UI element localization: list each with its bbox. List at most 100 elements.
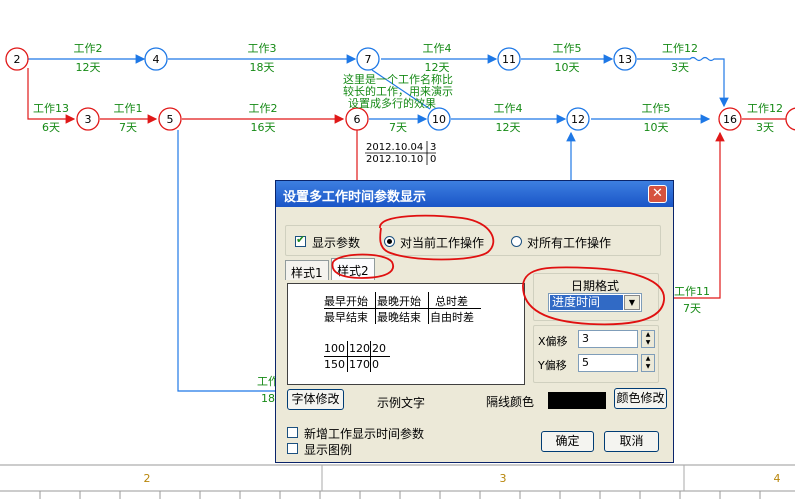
preview-cell: 最早结束	[324, 311, 368, 324]
show-legend-checkbox[interactable]	[287, 443, 298, 454]
close-icon[interactable]: ✕	[648, 185, 667, 203]
arrow-name: 工作4	[494, 102, 523, 115]
radio-all-work[interactable]	[511, 236, 522, 247]
show-legend-label: 显示图例	[304, 443, 353, 457]
note-line: 这里是一个工作名称比	[343, 72, 453, 86]
radio-current-label: 对当前工作操作	[400, 236, 485, 250]
node-13[interactable]: 13	[613, 47, 637, 71]
spin-down-icon[interactable]: ▼	[645, 339, 651, 346]
arrow-duration: 7天	[683, 302, 701, 315]
node-label: 6	[354, 113, 361, 126]
timeline: 2 3 4	[0, 464, 795, 499]
y-offset-spinner[interactable]: ▲ ▼	[641, 354, 655, 372]
nodes: 2 4 7 11 13 3 5 6 10 12 16	[5, 47, 795, 131]
preview-number: 0	[372, 358, 379, 371]
node-label: 13	[618, 53, 632, 66]
arrow-duration: 3天	[671, 61, 689, 74]
tab-style1[interactable]: 样式1	[285, 260, 329, 280]
dialog-titlebar[interactable]: 设置多工作时间参数显示 ✕	[276, 181, 673, 207]
node-label: 3	[85, 113, 92, 126]
arrow-5-down	[177, 130, 276, 392]
node-2[interactable]: 2	[5, 47, 29, 71]
node-16[interactable]: 16	[718, 107, 742, 131]
multiline-note: 这里是一个工作名称比 较长的工作，用来演示 设置成多行的效果	[343, 72, 453, 110]
show-params-checkbox[interactable]: ✔	[295, 233, 306, 247]
node-label: 16	[723, 113, 737, 126]
tab-label: 样式1	[291, 266, 323, 280]
preview-cell: 最晚开始	[377, 295, 421, 308]
preview-cell: 最早开始	[324, 295, 368, 308]
radio-selected-dot	[387, 239, 392, 244]
node-label: 11	[502, 53, 516, 66]
arrow-duration: 16天	[251, 121, 276, 134]
preview-cell: 自由时差	[430, 311, 474, 324]
node-label: 12	[571, 113, 585, 126]
color-edit-button[interactable]: 颜色修改	[614, 388, 667, 409]
node-6[interactable]: 6	[345, 107, 369, 131]
preview-cell: 总时差	[435, 295, 468, 308]
node-edge-partial	[785, 107, 795, 131]
date-value: 0	[430, 154, 436, 165]
timeline-label: 4	[774, 472, 781, 485]
ok-button[interactable]: 确定	[541, 431, 594, 452]
node-10[interactable]: 10	[427, 107, 451, 131]
arrow-duration: 10天	[555, 61, 580, 74]
node-12[interactable]: 12	[566, 107, 590, 131]
arrow-name: 工作	[257, 375, 279, 388]
arrow-name: 工作5	[553, 42, 582, 55]
arrow-labels: 工作2 12天 工作3 18天 工作4 12天 工作5 10天 工作12 3天 …	[33, 42, 783, 405]
x-offset-spinner[interactable]: ▲ ▼	[641, 330, 655, 348]
preview-number: 100	[324, 342, 345, 355]
node-7[interactable]: 7	[356, 47, 380, 71]
arrow-2-3	[27, 68, 76, 124]
font-edit-button[interactable]: 字体修改	[287, 389, 344, 410]
date-params: 2012.10.04 3 2012.10.10 0	[365, 141, 436, 165]
preview-number: 150	[324, 358, 345, 371]
arrow-name: 工作11	[674, 285, 710, 298]
checkmark-icon: ✔	[296, 233, 306, 246]
node-3[interactable]: 3	[76, 107, 100, 131]
show-params-label: 显示参数	[312, 236, 361, 250]
line-color-swatch[interactable]	[548, 392, 606, 409]
node-4[interactable]: 4	[144, 47, 168, 71]
arrow-duration: 12天	[496, 121, 521, 134]
add-time-params-checkbox[interactable]	[287, 427, 298, 438]
arrow-duration: 7天	[119, 121, 137, 134]
arrow-duration: 3天	[756, 121, 774, 134]
arrow-name: 工作1	[114, 102, 143, 115]
arrow-name: 工作2	[249, 102, 278, 115]
date-format-value: 进度时间	[550, 295, 623, 310]
tab-style2[interactable]: 样式2	[331, 258, 375, 280]
y-offset-label: Y偏移	[538, 359, 567, 372]
arrow-name: 工作4	[423, 42, 452, 55]
spin-down-icon[interactable]: ▼	[645, 363, 651, 370]
arrow-name: 工作12	[662, 42, 698, 55]
chevron-down-icon[interactable]: ▼	[624, 295, 640, 310]
node-label: 5	[167, 113, 174, 126]
arrow-duration: 18	[261, 392, 275, 405]
offset-group	[533, 325, 659, 383]
date-format-select[interactable]: 进度时间 ▼	[548, 293, 642, 312]
spin-up-icon[interactable]: ▲	[645, 355, 651, 362]
x-offset-label: X偏移	[538, 335, 568, 348]
note-line: 较长的工作，用来演示	[343, 84, 453, 98]
arrow-name: 工作12	[747, 102, 783, 115]
spin-up-icon[interactable]: ▲	[645, 331, 651, 338]
arrow-up-16	[674, 131, 725, 299]
node-label: 4	[153, 53, 160, 66]
node-label: 7	[365, 53, 372, 66]
dialog-title: 设置多工作时间参数显示	[283, 190, 427, 205]
node-5[interactable]: 5	[158, 107, 182, 131]
arrow-duration: 6天	[42, 121, 60, 134]
node-11[interactable]: 11	[497, 47, 521, 71]
line-color-label: 隔线颜色	[486, 395, 535, 409]
preview-number: 20	[372, 342, 386, 355]
radio-current-work[interactable]	[384, 236, 395, 247]
cancel-button[interactable]: 取消	[604, 431, 659, 452]
arrow-name: 工作5	[642, 102, 671, 115]
x-offset-input[interactable]: 3	[578, 330, 638, 348]
y-offset-input[interactable]: 5	[578, 354, 638, 372]
arrow-duration: 18天	[250, 61, 275, 74]
style-preview: 最早开始 最晚开始 总时差 最早结束 最晚结束 自由时差 100 120 20 …	[287, 283, 525, 385]
arrow-duration: 12天	[76, 61, 101, 74]
